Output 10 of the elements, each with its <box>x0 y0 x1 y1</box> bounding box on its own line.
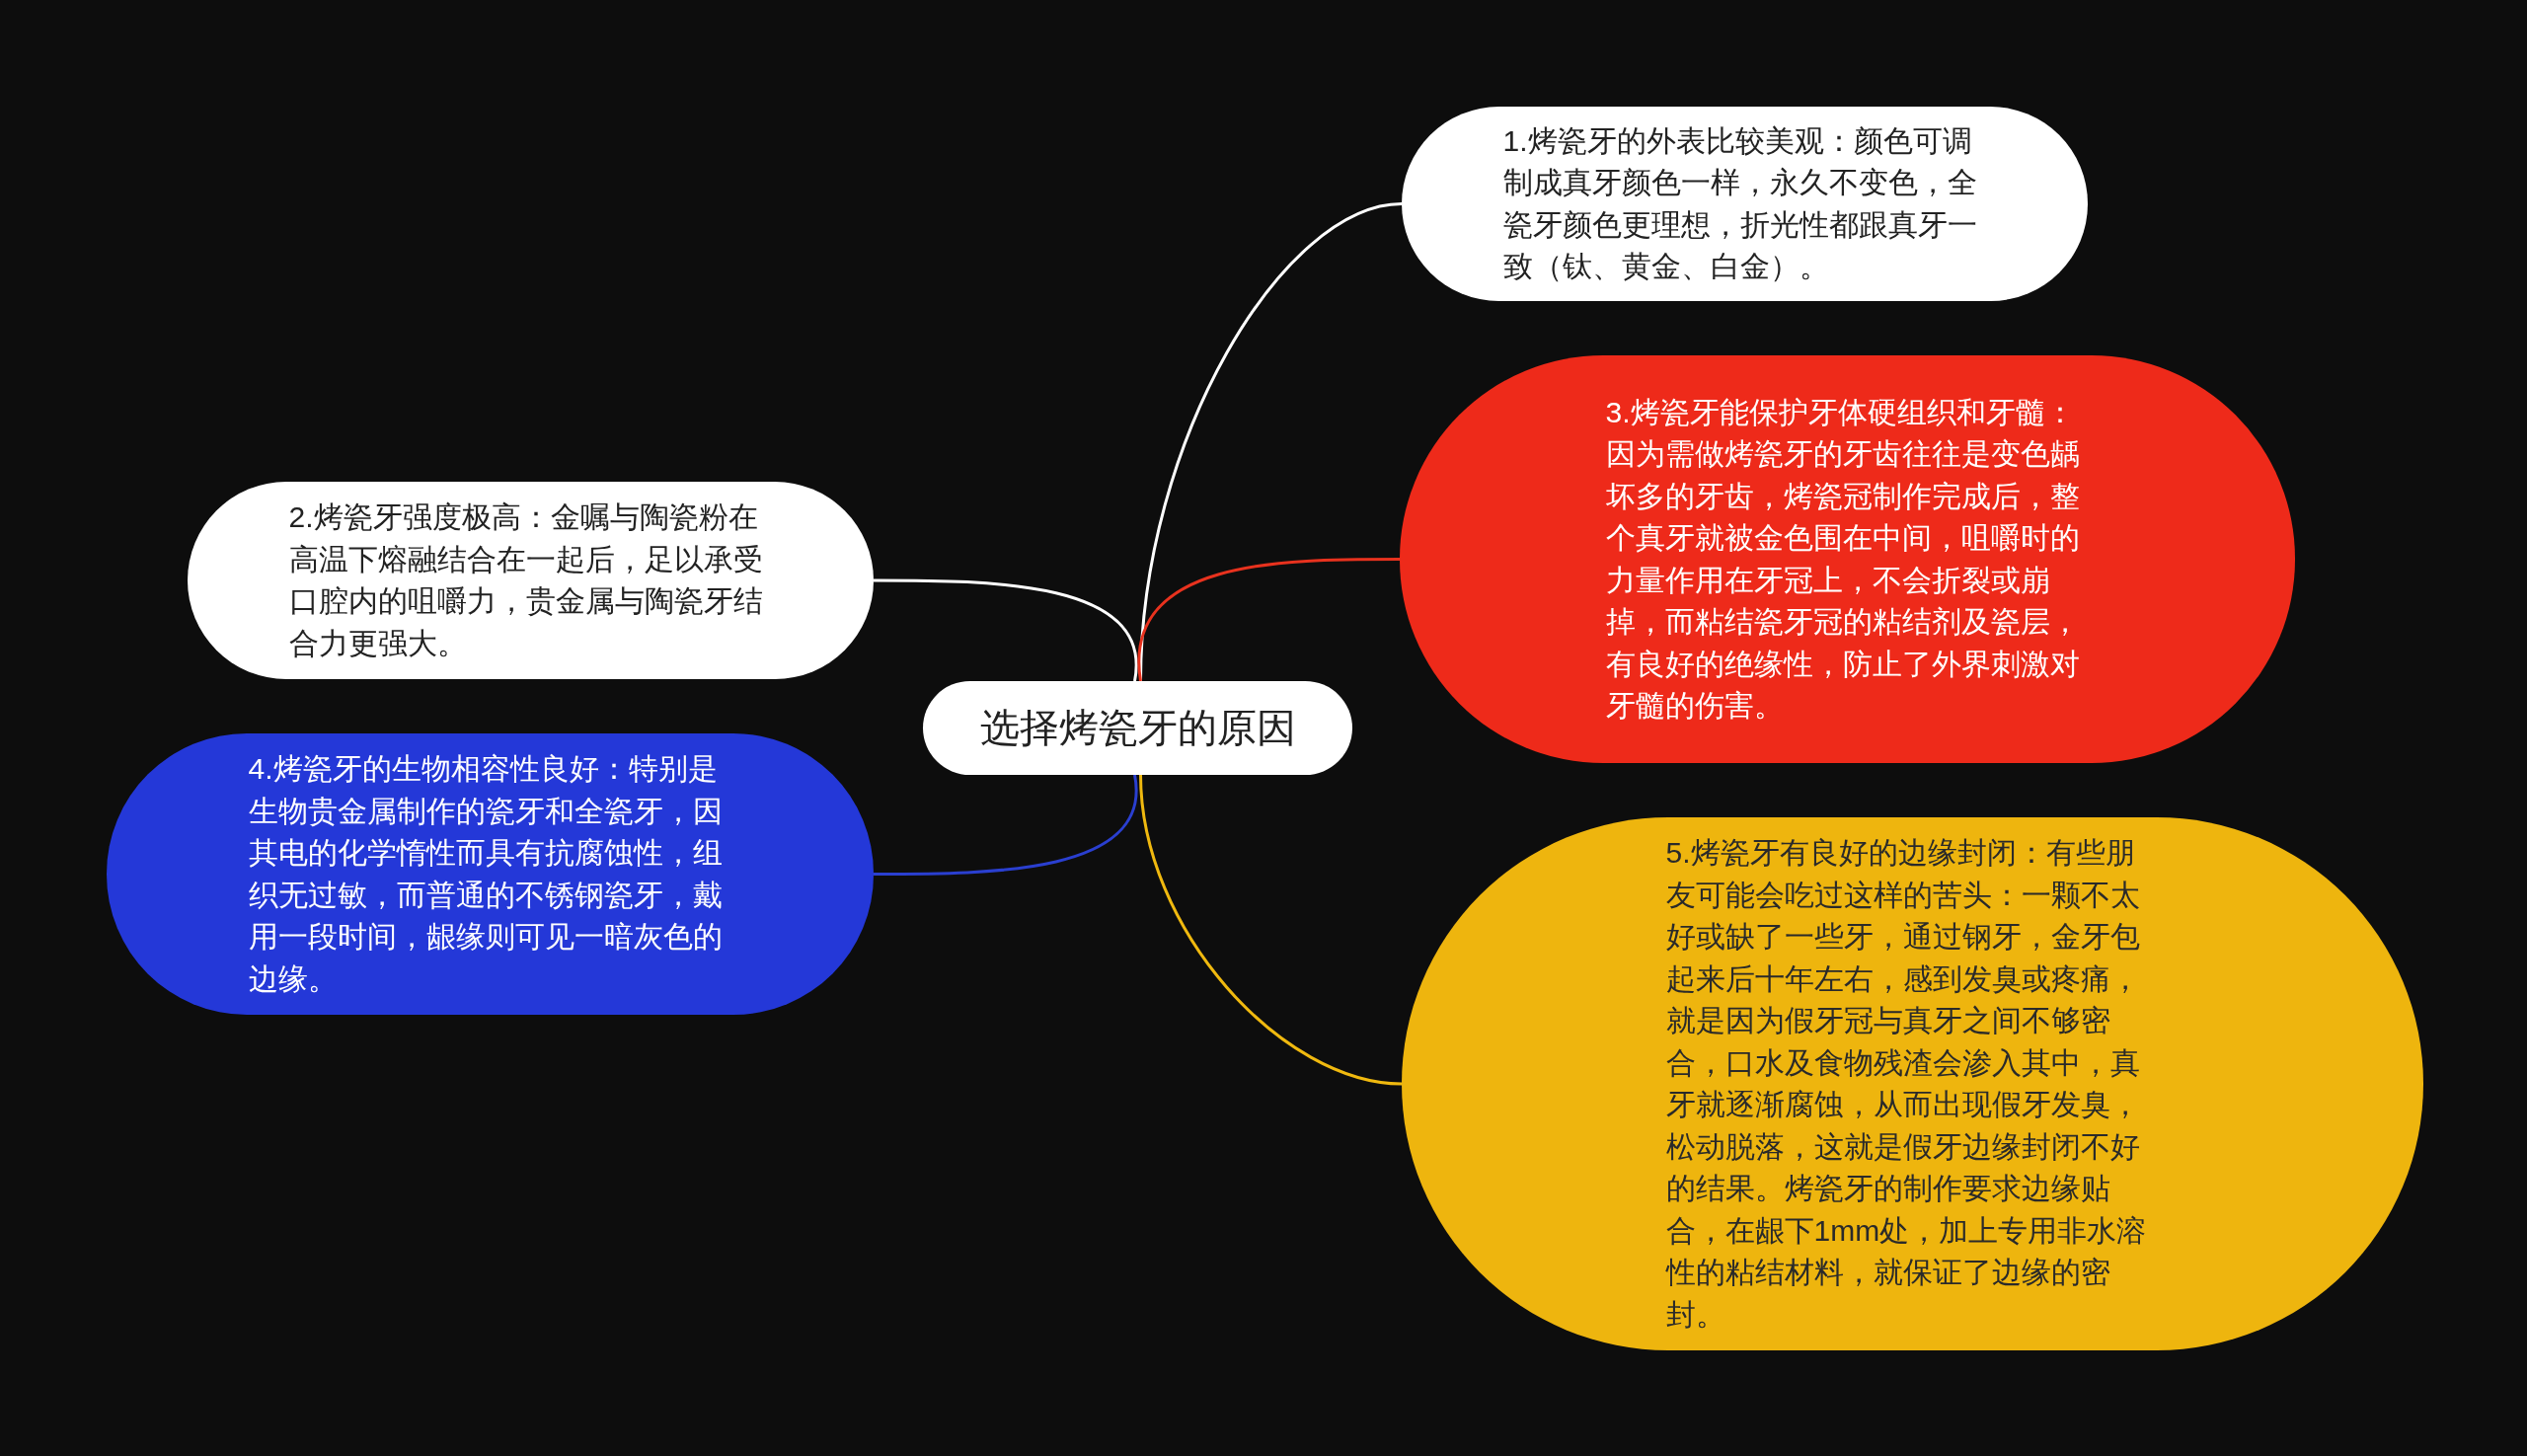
branch-text: 3.烤瓷牙能保护牙体硬组织和牙髓：因为需做烤瓷牙的牙齿往往是变色龋坏多的牙齿，烤瓷冠制作完成后，整个真牙就被金色围在中间，咀嚼时的力量作用在牙冠上，不会折裂或崩掉，而粘结瓷牙冠的粘结剂及瓷层，有良好的绝缘性，防止了外界刺激对牙髓的伤害。 <box>1605 394 2081 724</box>
connector-line <box>1137 558 1400 682</box>
branch-text: 5.烤瓷牙有良好的边缘封闭：有些朋友可能会吃过这样的苦头：一颗不太好或缺了一些牙，通过钢牙，金牙包起来后十年左右，感到发臭或疼痛，就是因为假牙冠与真牙之间不够密合，口水及食物残渣会渗入其中，真牙就逐渐腐蚀，从而出现假牙发臭，松动脱落，这就是假牙边缘封闭不好的结果。烤瓷牙的制作要求边缘贴合，在龈下1mm处，加上专用非水溶性的粘结材料，就保证了边缘的密封。 <box>1665 835 2148 1333</box>
connector-line <box>874 774 1138 876</box>
branch-text: 4.烤瓷牙的生物相容性良好：特别是生物贵金属制作的瓷牙和全瓷牙，因其电的化学惰性而具有抗腐蚀性，组织无过敏，而普通的不锈钢瓷牙，戴用一段时间，龈缘则可见一暗灰色的边缘。 <box>248 751 724 997</box>
branch-text: 1.烤瓷牙的外表比较美观：颜色可调制成真牙颜色一样，永久不变色，全瓷牙颜色更理想，折光性都跟真牙一致（钛、黄金、白金）。 <box>1502 122 1978 284</box>
connector-line <box>1139 774 1403 1086</box>
connector-line <box>874 578 1138 682</box>
branch-text: 2.烤瓷牙强度极高：金嘱与陶瓷粉在高温下熔融结合在一起后，足以承受口腔内的咀嚼力，贵金属与陶瓷牙结合力更强大。 <box>288 499 764 661</box>
topic-text: 选择烤瓷牙的原因 <box>979 707 1296 749</box>
